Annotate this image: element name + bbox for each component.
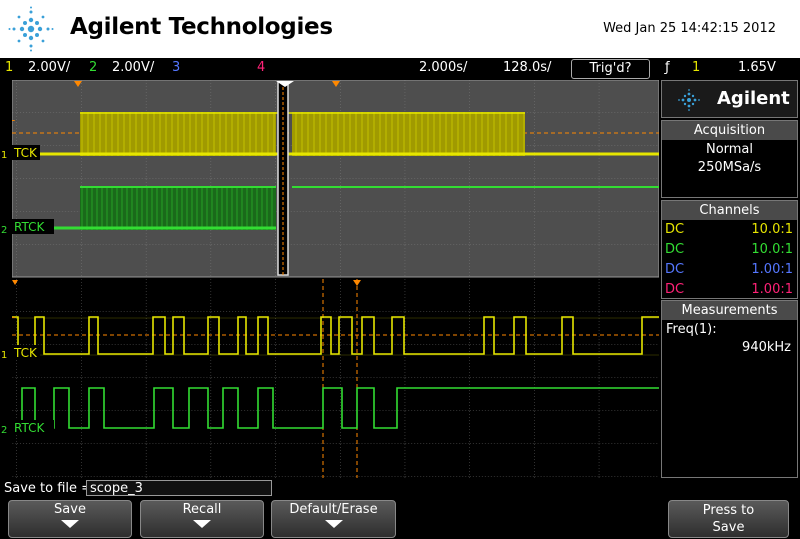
agilent-spark-logo-icon	[8, 6, 54, 52]
press-to-save-line2: Save	[712, 520, 745, 535]
svg-text:1: 1	[1, 150, 7, 161]
side-panel: Agilent Acquisition Normal 250MSa/s Chan…	[661, 80, 798, 478]
timebase-scale: 2.000s/	[419, 60, 468, 75]
datetime: Wed Jan 25 14:42:15 2012	[603, 21, 776, 36]
header-bar: Agilent Technologies Wed Jan 25 14:42:15…	[0, 0, 800, 58]
svg-text:RTCK: RTCK	[14, 220, 45, 234]
save-softkey-label: Save	[54, 502, 86, 517]
acquisition-title: Acquisition	[662, 121, 797, 140]
ch3-number[interactable]: 3	[172, 60, 181, 75]
ch1-scale: 2.00V/	[28, 60, 71, 75]
side-logo-panel: Agilent	[661, 80, 798, 118]
default-erase-softkey-arrow-icon	[324, 520, 343, 528]
save-softkey-arrow-icon	[61, 520, 79, 528]
ch2-scale: 2.00V/	[112, 60, 155, 75]
lower-tck-trace	[12, 316, 659, 355]
recall-softkey-label: Recall	[182, 502, 222, 517]
save-filename-field[interactable]: scope_3	[86, 480, 272, 496]
status-bar: 1 2.00V/ 2 2.00V/ 3 4 2.000s/ 128.0s/ Tr…	[0, 58, 800, 80]
measurements-panel[interactable]: Measurements Freq(1): 940kHz	[661, 300, 798, 478]
svg-text:TCK: TCK	[13, 346, 38, 360]
svg-text:TCK: TCK	[13, 146, 38, 160]
upper-time-ref-marker	[74, 81, 82, 87]
save-file-label: Save to file =	[4, 481, 93, 496]
delay-value: 128.0s/	[503, 60, 552, 75]
upper-ch1-label: TCK	[12, 145, 40, 160]
upper-rtck-trace	[12, 186, 659, 230]
svg-text:2: 2	[1, 225, 7, 236]
channel-ground-markers: 1 2 1 2	[1, 150, 7, 436]
upper-trig-marker: T	[12, 118, 15, 131]
save-softkey[interactable]: Save	[8, 500, 132, 538]
brand-title: Agilent Technologies	[70, 14, 333, 40]
measurement-value: 940kHz	[742, 340, 791, 355]
acquisition-mode: Normal	[705, 142, 754, 157]
recall-softkey-arrow-icon	[193, 520, 211, 528]
lower-ch1-label: TCK	[12, 345, 40, 360]
agilent-small-logo-icon	[678, 89, 700, 111]
recall-softkey[interactable]: Recall	[140, 500, 264, 538]
acquisition-panel[interactable]: Acquisition Normal 250MSa/s	[661, 120, 798, 198]
trigger-status-badge: Trig'd?	[571, 59, 650, 79]
svg-text:RTCK: RTCK	[14, 421, 45, 435]
default-erase-softkey-label: Default/Erase	[289, 502, 378, 517]
ch2-number[interactable]: 2	[89, 60, 98, 75]
measurement-name: Freq(1):	[666, 322, 717, 337]
press-to-save-line1: Press to	[702, 503, 755, 518]
trigger-slope-icon: ƒ	[665, 60, 670, 75]
lower-rtck-trace	[12, 387, 659, 429]
trigger-source: 1	[692, 60, 701, 75]
lower-waveform-panel	[12, 279, 659, 478]
ch1-number[interactable]: 1	[5, 60, 14, 75]
ch4-number[interactable]: 4	[257, 60, 266, 75]
waveform-display[interactable]: T TCK RTCK T TCK RTCK	[12, 80, 659, 478]
side-logo-text: Agilent	[717, 88, 790, 109]
press-to-save-softkey[interactable]: Press to Save	[668, 500, 789, 538]
svg-text:2: 2	[1, 425, 7, 436]
lower-trig-marker: T	[12, 315, 15, 328]
sample-rate: 250MSa/s	[697, 160, 762, 175]
upper-delay-marker	[332, 81, 340, 87]
upper-tck-trace	[12, 112, 659, 156]
lower-ch2-label: RTCK	[12, 420, 54, 435]
trigger-level: 1.65V	[738, 60, 776, 75]
save-file-line: Save to file = scope_3	[0, 478, 800, 498]
default-erase-softkey[interactable]: Default/Erase	[271, 500, 396, 538]
upper-waveform-panel	[12, 80, 659, 278]
upper-ch2-label: RTCK	[12, 219, 54, 234]
channels-title: Channels	[662, 201, 797, 220]
measurements-title: Measurements	[662, 301, 797, 320]
svg-text:1: 1	[1, 350, 7, 361]
